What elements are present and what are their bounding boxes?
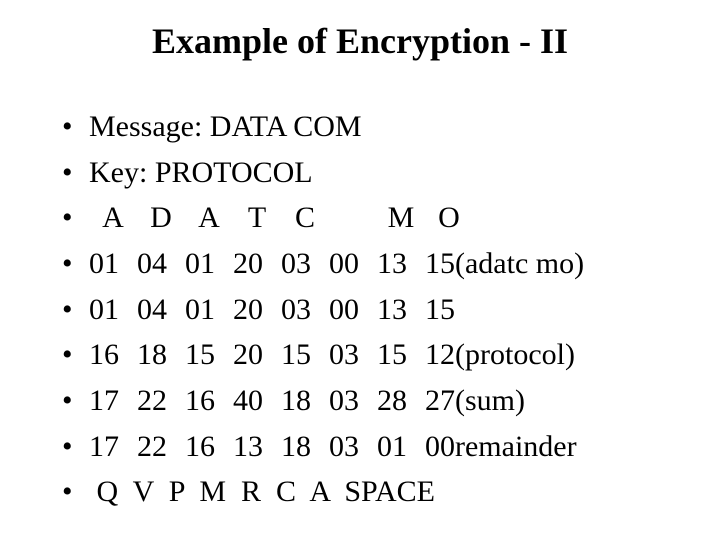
code-cell: 20	[233, 338, 263, 372]
code-cell: 18	[281, 429, 311, 463]
slide-body: • Message: DATA COM • Key: PROTOCOL • A …	[62, 104, 584, 515]
line-remainder-codes: • 17 22 16 13 18 03 01 00 remainder	[62, 424, 584, 470]
code-cell: 03	[281, 292, 311, 326]
code-cell: 15	[425, 246, 455, 280]
code-cell: 04	[137, 292, 167, 326]
letter-cell: D	[150, 201, 172, 235]
bullet-marker: •	[62, 246, 73, 280]
bullet-marker: •	[62, 338, 73, 372]
letter-cell: T	[247, 201, 267, 235]
code-cell: 04	[137, 246, 167, 280]
code-cell: 15	[281, 338, 311, 372]
bullet-marker: •	[62, 383, 73, 417]
code-cell: 18	[137, 338, 167, 372]
line-message-codes-repeat: • 01 04 01 20 03 00 13 15	[62, 287, 584, 333]
code-cell: 01	[89, 246, 119, 280]
letter-cell: C	[294, 201, 315, 235]
code-cell: 15	[425, 292, 455, 326]
bullet-marker: •	[62, 201, 73, 235]
line-annotation: (sum)	[455, 383, 525, 417]
code-cell: 01	[185, 246, 215, 280]
code-cell: 16	[185, 429, 215, 463]
line-sum-codes: • 17 22 16 40 18 03 28 27 (sum)	[62, 378, 584, 424]
code-cell: 13	[377, 292, 407, 326]
code-cell: 40	[233, 383, 263, 417]
code-cell: 20	[233, 292, 263, 326]
code-cell: 03	[329, 338, 359, 372]
letter-cell: M	[387, 201, 415, 235]
bullet-marker: •	[62, 109, 73, 143]
code-cell: 17	[89, 383, 119, 417]
code-cell: 22	[137, 429, 167, 463]
line-message: • Message: DATA COM	[62, 104, 584, 150]
slide-title: Example of Encryption - II	[151, 21, 569, 61]
code-cell: 01	[89, 292, 119, 326]
bullet-marker: •	[62, 292, 73, 326]
code-cell: 03	[329, 383, 359, 417]
bullet-text: Message: DATA COM	[89, 109, 362, 143]
code-cell: 13	[233, 429, 263, 463]
letter-cell: A	[198, 201, 220, 235]
code-cell: 15	[377, 338, 407, 372]
code-cell: 27	[425, 383, 455, 417]
line-message-codes: • 01 04 01 20 03 00 13 15 (adatc mo)	[62, 241, 584, 287]
bullet-marker: •	[62, 155, 73, 189]
code-cell: 22	[137, 383, 167, 417]
line-annotation: (protocol)	[455, 338, 575, 372]
code-cell: 17	[89, 429, 119, 463]
code-cell: 00	[329, 292, 359, 326]
line-annotation: remainder	[455, 429, 577, 463]
line-message-letters: • A D A T C M O	[62, 195, 584, 241]
line-key-codes: • 16 18 15 20 15 03 15 12 (protocol)	[62, 332, 584, 378]
code-cell: 03	[329, 429, 359, 463]
bullet-marker: •	[62, 475, 73, 509]
bullet-text: Q V P M R C A SPACE	[89, 475, 435, 509]
bullet-text: Key: PROTOCOL	[89, 155, 313, 189]
code-cell: 16	[89, 338, 119, 372]
line-annotation: (adatc mo)	[455, 246, 585, 280]
code-cell: 01	[185, 292, 215, 326]
code-cell: 13	[377, 246, 407, 280]
line-cipher-letters: • Q V P M R C A SPACE	[62, 470, 584, 516]
code-cell: 16	[185, 383, 215, 417]
code-cell: 28	[377, 383, 407, 417]
line-key: • Key: PROTOCOL	[62, 150, 584, 196]
code-cell: 01	[377, 429, 407, 463]
code-cell: 12	[425, 338, 455, 372]
code-cell: 00	[425, 429, 455, 463]
code-cell: 15	[185, 338, 215, 372]
letter-cell: A	[102, 201, 124, 235]
letter-cell: O	[438, 201, 460, 235]
bullet-marker: •	[62, 429, 73, 463]
code-cell: 20	[233, 246, 263, 280]
code-cell: 00	[329, 246, 359, 280]
code-cell: 03	[281, 246, 311, 280]
code-cell: 18	[281, 383, 311, 417]
